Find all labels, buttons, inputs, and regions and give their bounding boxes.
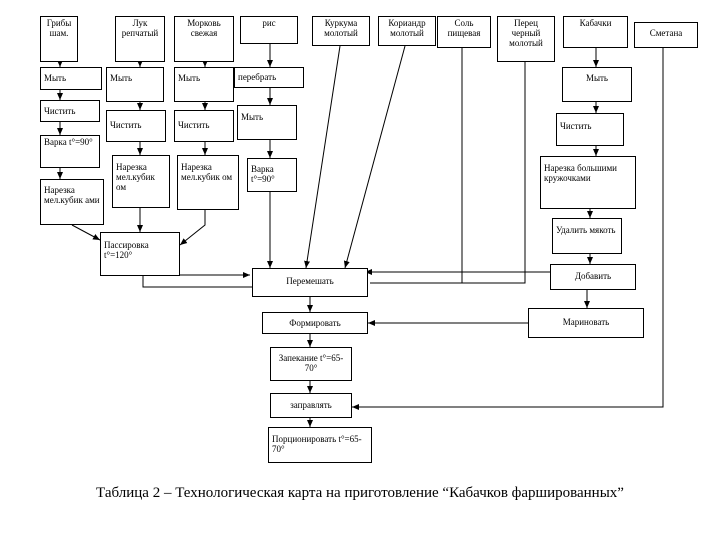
box-myt-morkov: Мыть [174, 67, 234, 102]
box-chistit-luk: Чистить [106, 110, 166, 142]
figure-caption: Таблица 2 – Технологическая карта на при… [96, 485, 624, 501]
box-narezka-kabachki: Нарезка большими кружочками [540, 156, 636, 209]
box-myt-griby: Мыть [40, 67, 102, 90]
box-chistit-kabachki: Чистить [556, 113, 624, 146]
arrow [343, 45, 406, 269]
box-kabachki: Кабачки [563, 16, 628, 48]
box-griby: Грибы шам. [40, 16, 78, 62]
box-koriandr: Кориандр молотый [378, 16, 436, 46]
connector-line [462, 62, 526, 284]
box-luk: Лук репчатый [115, 16, 165, 62]
box-morkov: Морковь свежая [174, 16, 234, 62]
box-udalit: Удалить мякоть [552, 218, 622, 254]
box-porcion: Порционировать t°=65-70° [268, 427, 372, 463]
box-chistit-griby: Чистить [40, 100, 100, 122]
box-passer: Пассировка t°=120° [100, 232, 180, 276]
box-peremeshat: Перемешать [252, 268, 368, 297]
box-formirovat: Формировать [262, 312, 368, 334]
box-narezka-luk: Нарезка мел.кубик ом [112, 155, 170, 208]
box-chistit-morkov: Чистить [174, 110, 234, 142]
connector-line [360, 48, 664, 408]
box-kurkuma: Куркума молотый [312, 16, 370, 46]
box-perets: Перец черный молотый [497, 16, 555, 62]
arrow [71, 224, 101, 241]
box-marinovat: Мариновать [528, 308, 644, 338]
box-myt-ris: Мыть [237, 105, 297, 140]
connector-line [370, 48, 463, 284]
box-narezka-morkov: Нарезка мел.кубик ом [177, 155, 239, 210]
box-dobavit: Добавить [550, 264, 636, 290]
box-zapekanie: Запекание t°=65-70° [270, 347, 352, 381]
arrow [304, 45, 341, 269]
box-myt-kabachki: Мыть [562, 67, 632, 102]
box-varka-griby: Варка t°=90° [40, 135, 100, 168]
arrow [179, 210, 206, 246]
box-myt-luk: Мыть [106, 67, 164, 102]
box-smetana: Сметана [634, 22, 698, 48]
box-varka-ris: Варка t°=90° [247, 158, 297, 192]
box-perebrat: перебрать [234, 67, 304, 88]
box-narezka-griby: Нарезка мел.кубик ами [40, 179, 104, 225]
box-zapravlyat: заправлять [270, 393, 352, 418]
box-ris: рис [240, 16, 298, 44]
connector-line [142, 276, 252, 288]
box-sol: Соль пищевая [437, 16, 491, 48]
